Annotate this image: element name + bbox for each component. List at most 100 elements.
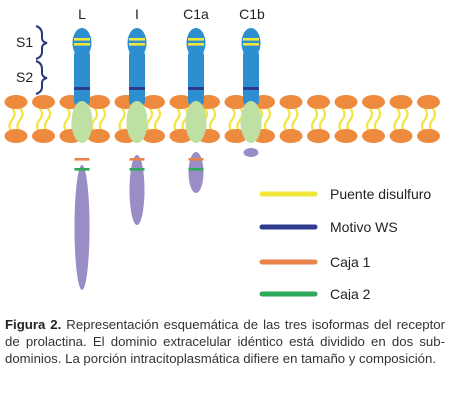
- lipid-head: [169, 129, 193, 143]
- transmembrane-domain: [185, 101, 207, 143]
- intracellular-domain: [129, 155, 145, 225]
- disulfide-bridge: [74, 43, 90, 46]
- caption-text: Representación esquemática de las tres i…: [5, 317, 446, 366]
- s1-bracket: [35, 25, 48, 60]
- legend-label-box1: Caja 1: [330, 254, 371, 270]
- lipid-head: [169, 95, 193, 109]
- lipid-tail: [338, 107, 346, 133]
- intracellular-domain: [188, 152, 204, 193]
- lipid-head: [87, 95, 110, 109]
- disulfide-bridge: [243, 38, 259, 41]
- lipid-tail: [8, 107, 16, 133]
- lipid-head: [224, 129, 248, 143]
- ws-motif: [243, 87, 259, 90]
- lipid-head: [32, 129, 55, 143]
- box1-marker: [129, 158, 145, 161]
- box2-marker: [129, 168, 145, 171]
- intracellular-domain: [74, 165, 90, 290]
- lipid-head: [334, 129, 358, 143]
- lipid-tail: [365, 107, 374, 133]
- isoform-labels: L I C1a C1b: [78, 6, 265, 22]
- box1-marker: [74, 158, 90, 161]
- box1-marker: [188, 158, 204, 161]
- transmembrane-domain: [71, 101, 93, 143]
- box2-marker: [74, 168, 90, 171]
- isoform-label-c1b: C1b: [239, 6, 265, 22]
- extracellular-s2: [188, 50, 204, 106]
- lipid-tail: [43, 107, 52, 133]
- lipid-tail: [118, 107, 126, 133]
- lipid-head: [334, 95, 358, 109]
- lipid-tail: [346, 107, 354, 133]
- disulfide-bridge: [129, 38, 145, 41]
- isoform-label-c1a: C1a: [183, 6, 209, 22]
- lipid-tail: [35, 107, 44, 133]
- lipid-head: [4, 129, 28, 143]
- lipid-head: [224, 95, 248, 109]
- lipid-tail: [63, 107, 71, 133]
- box2-marker: [188, 168, 204, 171]
- lipid-tail: [16, 107, 24, 133]
- lipid-head: [362, 129, 385, 143]
- figure-caption: Figura 2. Representación esquemática de …: [5, 316, 445, 367]
- lipid-head: [279, 95, 303, 109]
- lipid-tail: [90, 107, 99, 133]
- lipid-tail: [373, 107, 382, 133]
- lipid-tail: [228, 107, 236, 133]
- extracellular-s2: [74, 50, 90, 106]
- s2-label: S2: [16, 69, 33, 85]
- cell-membrane: [4, 95, 440, 143]
- transmembrane-domain: [240, 101, 262, 143]
- ws-motif: [74, 87, 90, 90]
- intracellular-domain: [243, 148, 259, 157]
- lipid-head: [389, 129, 413, 143]
- legend-label-disulfide: Puente disulfuro: [330, 186, 431, 202]
- s2-bracket: [35, 60, 48, 95]
- lipid-head: [87, 129, 110, 143]
- lipid-tail: [428, 107, 437, 133]
- receptor-i: [126, 28, 148, 225]
- lipid-tail: [153, 107, 162, 133]
- s1-label: S1: [16, 34, 33, 50]
- disulfide-bridge: [188, 43, 204, 46]
- caption-prefix: Figura 2.: [5, 317, 62, 332]
- ws-motif: [188, 87, 204, 90]
- lipid-tail: [263, 107, 272, 133]
- legend: Puente disulfuro Motivo WS Caja 1 Caja 2: [259, 186, 431, 300]
- receptor-c1b: [240, 28, 262, 157]
- disulfide-bridge: [129, 43, 145, 46]
- lipid-tail: [98, 107, 107, 133]
- receptor-c1a: [185, 28, 207, 193]
- lipid-tail: [393, 107, 401, 133]
- lipid-head: [4, 95, 28, 109]
- lipid-head: [142, 129, 165, 143]
- domain-brackets: S1 S2: [16, 25, 48, 95]
- disulfide-bridge: [243, 43, 259, 46]
- receptor-isoforms: [71, 28, 262, 290]
- lipid-head: [32, 95, 55, 109]
- receptor-l: [71, 28, 93, 290]
- transmembrane-domain: [126, 101, 148, 143]
- disulfide-bridge: [74, 38, 90, 41]
- lipid-tail: [318, 107, 327, 133]
- lipid-tail: [145, 107, 154, 133]
- extracellular-s2: [243, 50, 259, 106]
- legend-label-ws-motif: Motivo WS: [330, 219, 398, 235]
- lipid-head: [362, 95, 385, 109]
- disulfide-bridge: [188, 38, 204, 41]
- extracellular-s2: [129, 50, 145, 106]
- lipid-tail: [401, 107, 409, 133]
- ws-motif: [129, 87, 145, 90]
- lipid-tail: [310, 107, 319, 133]
- lipid-head: [142, 95, 165, 109]
- lipid-head: [417, 129, 440, 143]
- lipid-head: [307, 129, 330, 143]
- lipid-tail: [291, 107, 299, 133]
- lipid-tail: [283, 107, 291, 133]
- receptor-diagram: S1 S2 L I C1a C1b Puente disulfuro Motiv…: [4, 6, 440, 300]
- lipid-head: [279, 129, 303, 143]
- lipid-tail: [208, 107, 217, 133]
- lipid-tail: [420, 107, 429, 133]
- lipid-head: [417, 95, 440, 109]
- lipid-tail: [173, 107, 181, 133]
